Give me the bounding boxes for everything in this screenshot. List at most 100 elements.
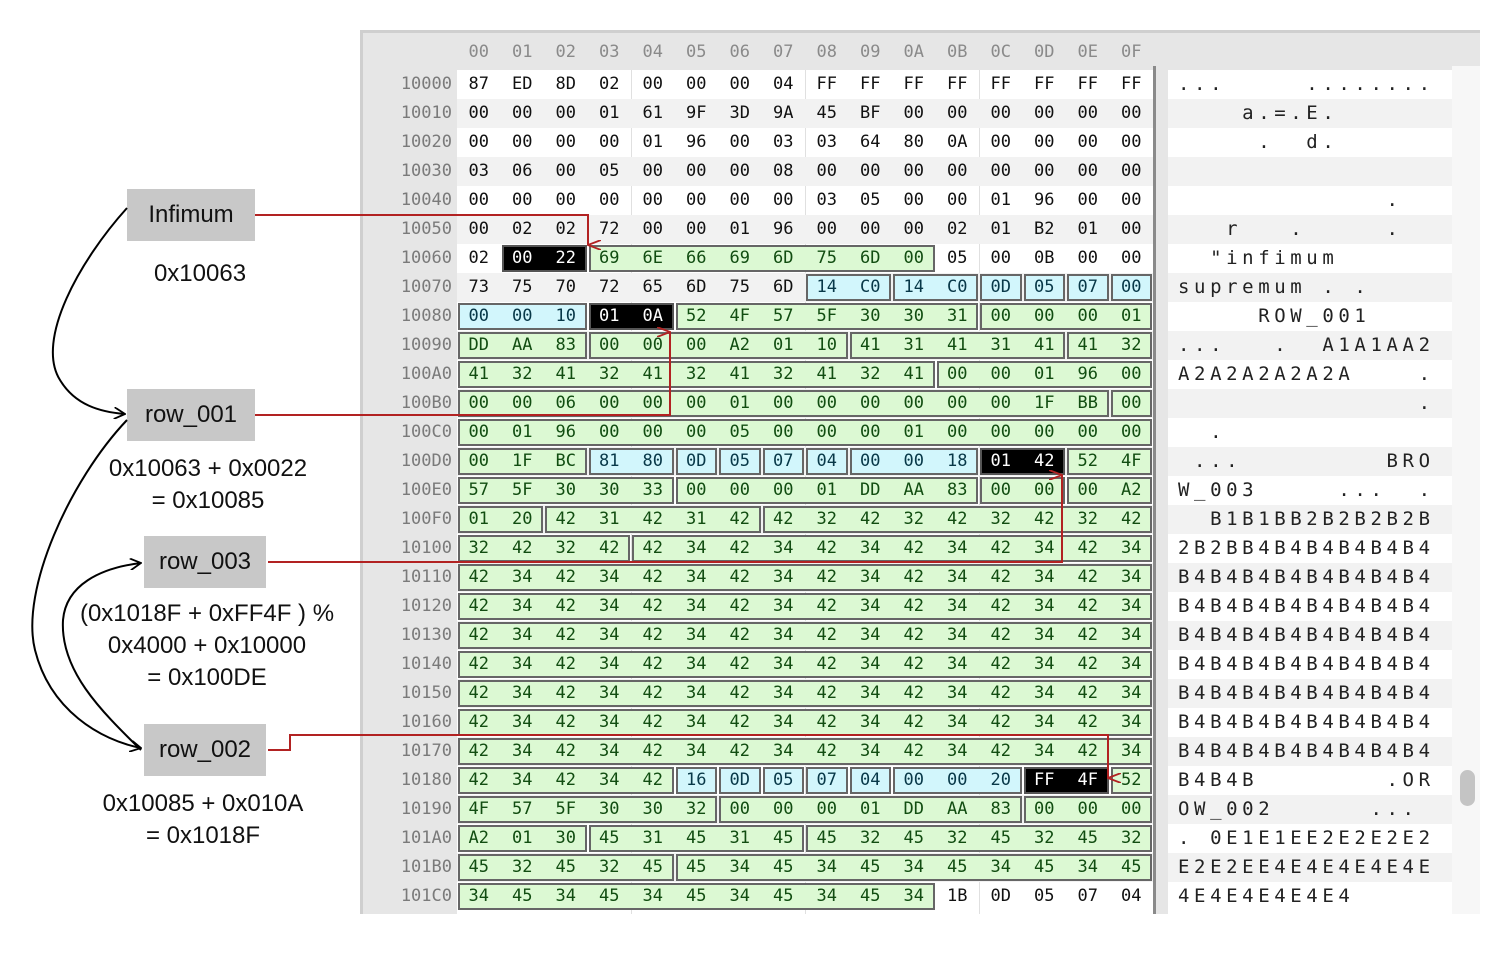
hex-byte[interactable]: 14 (816, 277, 837, 297)
hex-byte[interactable]: 32 (599, 364, 620, 384)
hex-byte[interactable]: 30 (599, 799, 620, 819)
hex-byte[interactable]: 42 (816, 741, 837, 761)
hex-byte[interactable]: 00 (512, 393, 533, 413)
hex-byte[interactable]: 00 (1121, 219, 1142, 239)
hex-byte[interactable]: 02 (512, 219, 533, 239)
hex-byte[interactable]: 75 (512, 277, 533, 297)
hex-byte[interactable]: 41 (1034, 335, 1055, 355)
hex-byte[interactable]: 32 (860, 828, 881, 848)
hex-byte[interactable]: 1B (947, 886, 968, 906)
hex-byte[interactable]: 01 (816, 480, 837, 500)
hex-byte[interactable]: 45 (773, 886, 794, 906)
hex-byte[interactable]: 42 (468, 712, 489, 732)
hex-byte[interactable]: 6D (773, 277, 794, 297)
hex-byte[interactable]: 00 (555, 190, 576, 210)
hex-byte[interactable]: 31 (729, 828, 750, 848)
ascii-text[interactable]: B4B4B4B4B4B4B4B4 (1178, 711, 1435, 733)
hex-byte[interactable]: 34 (773, 741, 794, 761)
hex-byte[interactable]: 00 (773, 422, 794, 442)
hex-byte[interactable]: 00 (642, 190, 663, 210)
hex-byte[interactable]: 00 (729, 161, 750, 181)
hex-byte[interactable]: 83 (555, 335, 576, 355)
hex-byte[interactable]: 4F (729, 306, 750, 326)
hex-byte[interactable]: 42 (468, 770, 489, 790)
hex-byte[interactable]: 00 (903, 770, 924, 790)
hex-byte[interactable]: 0D (686, 451, 707, 471)
hex-byte[interactable]: 01 (599, 103, 620, 123)
hex-byte[interactable]: 0D (990, 277, 1011, 297)
hex-byte[interactable]: 42 (729, 596, 750, 616)
hex-byte[interactable]: 31 (599, 509, 620, 529)
hex-byte[interactable]: 42 (642, 538, 663, 558)
hex-byte[interactable]: 0D (729, 770, 750, 790)
hex-byte[interactable]: 16 (686, 770, 707, 790)
hex-byte[interactable]: 42 (729, 538, 750, 558)
hex-byte[interactable]: 34 (1077, 857, 1098, 877)
hex-byte[interactable]: 42 (990, 596, 1011, 616)
hex-byte[interactable]: 42 (642, 770, 663, 790)
hex-byte[interactable]: 34 (686, 654, 707, 674)
hex-byte[interactable]: 6D (686, 277, 707, 297)
hex-byte[interactable]: FF (1077, 74, 1098, 94)
hex-byte[interactable]: 00 (947, 190, 968, 210)
hex-byte[interactable]: 00 (1077, 480, 1098, 500)
hex-byte[interactable]: 6D (773, 248, 794, 268)
hex-byte[interactable]: 64 (860, 132, 881, 152)
hex-byte[interactable]: 00 (1077, 190, 1098, 210)
hex-byte[interactable]: 00 (860, 422, 881, 442)
hex-byte[interactable]: 42 (1077, 741, 1098, 761)
hex-byte[interactable]: 00 (1121, 277, 1142, 297)
hex-byte[interactable]: 00 (903, 248, 924, 268)
hex-byte[interactable]: 00 (686, 219, 707, 239)
hex-byte[interactable]: 8D (555, 74, 576, 94)
hex-byte[interactable]: 42 (903, 683, 924, 703)
hex-byte[interactable]: 34 (599, 683, 620, 703)
hex-byte[interactable]: 34 (947, 538, 968, 558)
hex-byte[interactable]: 01 (1034, 364, 1055, 384)
hex-byte[interactable]: 42 (729, 567, 750, 587)
hex-byte[interactable]: 42 (555, 654, 576, 674)
hex-byte[interactable]: 00 (1121, 190, 1142, 210)
hex-byte[interactable]: 00 (468, 132, 489, 152)
ascii-text[interactable]: B4B4B4B4B4B4B4B4 (1178, 740, 1435, 762)
hex-byte[interactable]: 72 (599, 219, 620, 239)
hex-byte[interactable]: 00 (860, 219, 881, 239)
ascii-text[interactable]: B4B4B4B4B4B4B4B4 (1178, 595, 1435, 617)
hex-byte[interactable]: 00 (1121, 132, 1142, 152)
hex-byte[interactable]: 34 (860, 712, 881, 732)
hex-byte[interactable]: 18 (947, 451, 968, 471)
hex-byte[interactable]: 42 (642, 712, 663, 732)
hex-byte[interactable]: 42 (555, 625, 576, 645)
hex-byte[interactable]: 41 (642, 364, 663, 384)
hex-byte[interactable]: 00 (1034, 799, 1055, 819)
hex-byte[interactable]: A2 (1121, 480, 1142, 500)
hex-byte[interactable]: 42 (555, 509, 576, 529)
hex-byte[interactable]: 00 (1077, 132, 1098, 152)
hex-byte[interactable]: 41 (555, 364, 576, 384)
hex-byte[interactable]: 01 (512, 828, 533, 848)
hex-byte[interactable]: 00 (512, 132, 533, 152)
ascii-text[interactable]: A2A2A2A2A2A . (1178, 363, 1435, 385)
hex-byte[interactable]: 45 (642, 857, 663, 877)
hex-byte[interactable]: 32 (512, 857, 533, 877)
hex-byte[interactable]: 4F (468, 799, 489, 819)
hex-byte[interactable]: 00 (1034, 132, 1055, 152)
hex-byte[interactable]: 4F (1077, 770, 1098, 790)
hex-byte[interactable]: 0D (990, 886, 1011, 906)
hex-byte[interactable]: 00 (990, 161, 1011, 181)
ascii-text[interactable]: r . . (1178, 218, 1435, 240)
hex-byte[interactable]: 01 (860, 799, 881, 819)
hex-byte[interactable]: 00 (1034, 161, 1055, 181)
hex-byte[interactable]: 32 (1077, 509, 1098, 529)
hex-byte[interactable]: 41 (729, 364, 750, 384)
hex-byte[interactable]: 42 (903, 596, 924, 616)
hex-byte[interactable]: 42 (990, 538, 1011, 558)
hex-byte[interactable]: 42 (1077, 538, 1098, 558)
hex-byte[interactable]: 96 (1034, 190, 1055, 210)
hex-byte[interactable]: 00 (903, 190, 924, 210)
hex-byte[interactable]: 45 (816, 103, 837, 123)
hex-byte[interactable]: 34 (860, 538, 881, 558)
hex-byte[interactable]: 42 (860, 509, 881, 529)
hex-byte[interactable]: 00 (773, 393, 794, 413)
hex-byte[interactable]: 33 (642, 480, 663, 500)
